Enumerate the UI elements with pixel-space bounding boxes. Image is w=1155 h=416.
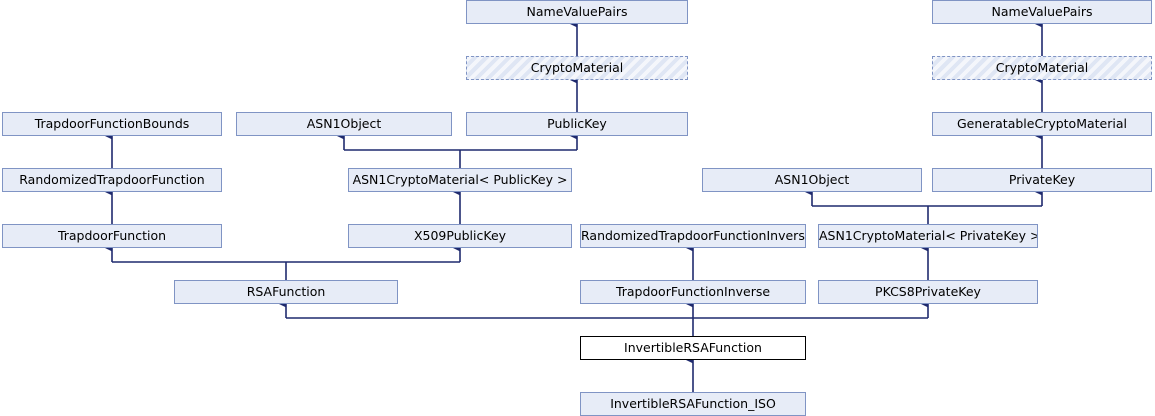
class-node-label: InvertibleRSAFunction bbox=[624, 340, 762, 355]
class-node-label: PublicKey bbox=[547, 116, 607, 131]
class-node-gcm[interactable]: GeneratableCryptoMaterial bbox=[932, 112, 1152, 136]
class-node-label: NameValuePairs bbox=[526, 4, 628, 19]
class-node-asn1obj-left[interactable]: ASN1Object bbox=[236, 112, 452, 136]
class-node-x509pub[interactable]: X509PublicKey bbox=[348, 224, 572, 248]
class-node-pkcs8priv[interactable]: PKCS8PrivateKey bbox=[818, 280, 1038, 304]
class-node-label: GeneratableCryptoMaterial bbox=[957, 116, 1127, 131]
class-node-label: TrapdoorFunction bbox=[57, 228, 167, 243]
class-node-nvp-right[interactable]: NameValuePairs bbox=[932, 0, 1152, 24]
class-node-rtf[interactable]: RandomizedTrapdoorFunction bbox=[2, 168, 222, 192]
class-node-invrsa[interactable]: InvertibleRSAFunction bbox=[580, 336, 806, 360]
class-node-asn1cm-pub[interactable]: ASN1CryptoMaterial< PublicKey > bbox=[348, 168, 572, 192]
class-node-label: TrapdoorFunctionInverse bbox=[615, 284, 771, 299]
class-node-pubkey[interactable]: PublicKey bbox=[466, 112, 688, 136]
class-node-privkey[interactable]: PrivateKey bbox=[932, 168, 1152, 192]
class-node-label: TrapdoorFunctionBounds bbox=[34, 116, 190, 131]
class-node-label: ASN1Object bbox=[306, 116, 382, 131]
class-node-asn1obj-right[interactable]: ASN1Object bbox=[702, 168, 922, 192]
class-node-label: CryptoMaterial bbox=[530, 60, 624, 75]
class-node-label: PrivateKey bbox=[1008, 172, 1076, 187]
class-node-label: PKCS8PrivateKey bbox=[875, 284, 981, 299]
class-node-label: RandomizedTrapdoorFunctionInverse bbox=[581, 228, 806, 243]
class-node-tfb[interactable]: TrapdoorFunctionBounds bbox=[2, 112, 222, 136]
class-node-cm-right[interactable]: CryptoMaterial bbox=[932, 56, 1152, 80]
class-node-label: InvertibleRSAFunction_ISO bbox=[610, 396, 776, 411]
class-node-label: ASN1CryptoMaterial< PrivateKey > bbox=[819, 228, 1038, 243]
class-node-cm-left[interactable]: CryptoMaterial bbox=[466, 56, 688, 80]
class-node-label: NameValuePairs bbox=[991, 4, 1093, 19]
class-node-label: X509PublicKey bbox=[413, 228, 507, 243]
class-node-nvp-left[interactable]: NameValuePairs bbox=[466, 0, 688, 24]
class-node-label: RSAFunction bbox=[246, 284, 326, 299]
class-node-label: ASN1CryptoMaterial< PublicKey > bbox=[352, 172, 568, 187]
class-node-rtfi[interactable]: RandomizedTrapdoorFunctionInverse bbox=[580, 224, 806, 248]
class-node-tf[interactable]: TrapdoorFunction bbox=[2, 224, 222, 248]
class-node-rsafunc[interactable]: RSAFunction bbox=[174, 280, 398, 304]
class-node-label: ASN1Object bbox=[774, 172, 850, 187]
class-node-asn1cm-priv[interactable]: ASN1CryptoMaterial< PrivateKey > bbox=[818, 224, 1038, 248]
class-node-invrsa-iso[interactable]: InvertibleRSAFunction_ISO bbox=[580, 392, 806, 416]
class-node-tfi[interactable]: TrapdoorFunctionInverse bbox=[580, 280, 806, 304]
class-node-label: CryptoMaterial bbox=[995, 60, 1089, 75]
class-node-label: RandomizedTrapdoorFunction bbox=[19, 172, 205, 187]
